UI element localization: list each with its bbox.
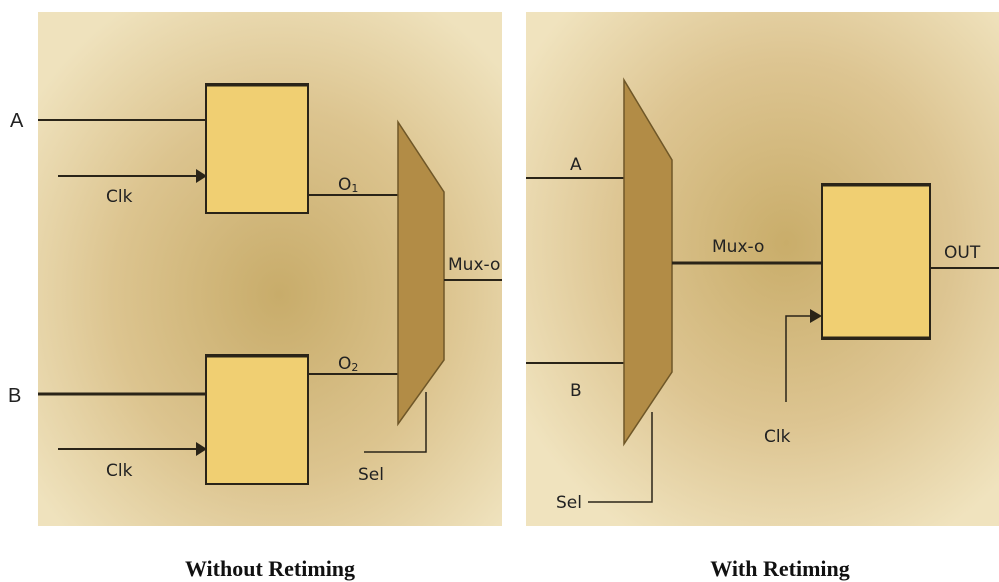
flipflop xyxy=(821,183,931,340)
sel-label: Sel xyxy=(358,465,384,485)
wire-sel xyxy=(588,412,653,503)
diagram-without-retiming: Clk Clk O1 O2 Mux-o Sel xyxy=(38,12,502,526)
clk-bottom-label: Clk xyxy=(106,461,133,481)
flipflop-top xyxy=(205,83,309,214)
o1-label: O1 xyxy=(338,175,358,195)
input-b-label: B xyxy=(570,381,582,401)
with-retiming-svg: A B Mux-o OUT Clk Sel xyxy=(526,12,999,526)
clk-arrow-icon xyxy=(810,309,822,323)
caption-without-retiming: Without Retiming xyxy=(184,556,356,581)
sel-label: Sel xyxy=(556,493,582,513)
diagram-with-retiming: A B Mux-o OUT Clk Sel xyxy=(526,12,999,526)
input-b-label: B xyxy=(8,385,22,407)
mux-out-label: Mux-o xyxy=(448,255,500,275)
mux-right xyxy=(623,77,673,447)
mux-left xyxy=(397,119,445,427)
clk-label: Clk xyxy=(764,427,791,447)
input-a-label: A xyxy=(570,155,582,175)
wire-sel xyxy=(364,392,427,453)
o2-label: O2 xyxy=(338,354,358,374)
caption-with-retiming: With Retiming xyxy=(710,556,850,581)
mux-out-label: Mux-o xyxy=(712,237,764,257)
clk-wire xyxy=(785,315,812,402)
clk-arrow-top-icon xyxy=(196,169,207,183)
without-retiming-svg: Clk Clk O1 O2 Mux-o Sel xyxy=(38,12,502,526)
flipflop-bottom xyxy=(205,354,309,485)
input-a-label: A xyxy=(10,110,24,132)
clk-top-label: Clk xyxy=(106,187,133,207)
out-label: OUT xyxy=(944,243,981,263)
clk-arrow-bottom-icon xyxy=(196,442,207,456)
